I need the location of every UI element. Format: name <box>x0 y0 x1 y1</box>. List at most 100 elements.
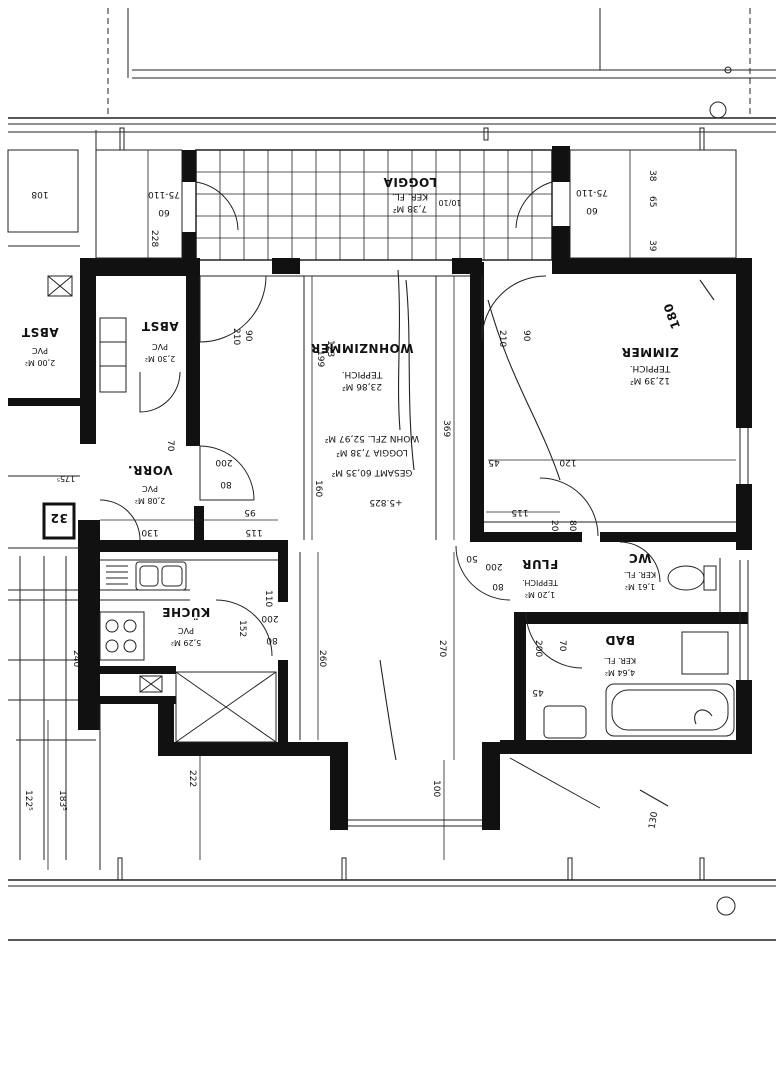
unit-number-box: 32 <box>42 502 76 540</box>
dim-90-right: 90 <box>521 330 531 342</box>
elevation-marker: +5.825 <box>369 497 402 507</box>
walls <box>8 146 752 830</box>
dim-110: 110 <box>263 590 273 607</box>
dim-45-bad: 45 <box>532 687 543 697</box>
dim-108: 108 <box>31 189 48 199</box>
room-abst-right: 2,30 M² PVC ABST <box>141 319 179 363</box>
dim-200-flur-h: 200 <box>485 561 502 571</box>
hand-sketch-marks <box>379 269 715 807</box>
kueche-area: 5,29 M² <box>171 638 201 647</box>
room-vorr: 2,08 M² PVC VORR. <box>127 463 172 505</box>
zimmer-area: 12,39 M² <box>630 375 670 385</box>
unit-number: 32 <box>50 511 68 525</box>
area-summary: GESAMT 60,35 M² LOGGIA 7,38 M² WOHN ZFL.… <box>324 433 419 477</box>
dim-228: 228 <box>149 230 159 247</box>
abst-left-area: 2,00 M² <box>25 358 55 367</box>
bathtub <box>605 683 735 737</box>
fixtures <box>47 275 735 743</box>
bad-area: 4,64 M² <box>605 668 635 677</box>
kueche-floor: PVC <box>178 626 194 635</box>
kitchen-sink <box>135 561 187 591</box>
room-wc: 1,61 M² KER. FL. WC <box>624 551 656 591</box>
dim-100: 100 <box>431 780 441 797</box>
dim-75-110-left: 75-110 <box>148 189 180 199</box>
dim-10-10: 10/10 <box>438 198 461 207</box>
dim-152: 152 <box>237 620 247 637</box>
zimmer-name: ZIMMER <box>621 345 679 359</box>
abst-left-floor: PVC <box>32 346 48 355</box>
dim-369: 369 <box>441 420 451 437</box>
dim-80-flur-h: 80 <box>492 581 504 591</box>
stove <box>99 611 145 661</box>
dim-50: 50 <box>466 553 478 563</box>
door-swings <box>99 181 661 809</box>
dim-45-zimmer: 45 <box>488 457 499 467</box>
outer-frame-lines <box>8 8 776 941</box>
wohnzimmer-area: 23,86 M² <box>342 381 382 391</box>
dim-130: 130 <box>141 527 158 537</box>
dimension-texts: 369 260 270 100 222 240 122⁵ 183⁵ 210 21… <box>23 170 657 811</box>
abst-right-name: ABST <box>141 319 179 333</box>
dim-1835: 183⁵ <box>57 790 67 811</box>
abst-right-floor: PVC <box>152 342 168 351</box>
dim-199: 199 <box>315 350 325 367</box>
room-bad: 4,64 M² KER. FL. BAD <box>604 633 636 677</box>
bad-name: BAD <box>605 633 635 647</box>
room-wohnzimmer: 23,86 M² TEPPICH. WOHNZIMMER <box>310 341 413 391</box>
dim-70-vorr: 70 <box>165 440 175 452</box>
dim-200-flur: 200 <box>549 520 559 537</box>
loggia-area: 7,38 M² <box>392 203 427 213</box>
vorr-area: 2,08 M² <box>135 496 165 505</box>
loggia-name: LOGGIA <box>383 175 437 189</box>
bad-floor: KER. FL. <box>604 656 636 665</box>
room-abst-left: 2,00 M² PVC ABST <box>21 325 59 367</box>
dim-95: 95 <box>244 507 255 517</box>
wc-floor: KER. FL. <box>624 570 656 579</box>
room-loggia: 7,38 M² KER. FL. LOGGIA <box>383 175 437 213</box>
dim-175-5: 175⁵ <box>57 474 75 483</box>
dim-200-bad: 200 <box>533 640 543 657</box>
dim-240: 240 <box>71 650 81 667</box>
summary-wohn: WOHN ZFL. 52,97 M² <box>324 433 419 443</box>
dim-60-right: 60 <box>586 205 598 215</box>
abst-right-area: 2,30 M² <box>145 354 175 363</box>
wc-area: 1,61 M² <box>625 582 655 591</box>
dim-160: 160 <box>313 480 323 497</box>
flur-name: FLUR <box>522 557 558 571</box>
room-kueche: 5,29 M² PVC KÜCHE <box>162 605 210 647</box>
dim-115-right: 115 <box>511 507 528 517</box>
dim-260: 260 <box>317 650 327 667</box>
room-flur: 1,20 M² TEPPICH. FLUR <box>522 557 559 599</box>
dim-70-bad: 70 <box>557 640 567 652</box>
dim-222: 222 <box>187 770 197 787</box>
vorr-floor: PVC <box>142 484 158 493</box>
staircase <box>8 556 78 860</box>
dim-75-110-right: 75-110 <box>576 187 608 197</box>
dim-1225: 122⁵ <box>23 790 33 811</box>
summary-gesamt: GESAMT 60,35 M² <box>331 467 412 477</box>
vorr-name: VORR. <box>127 463 172 477</box>
summary-loggia: LOGGIA 7,38 M² <box>336 447 408 457</box>
dim-60-left: 60 <box>158 207 170 217</box>
dim-200-kueche: 200 <box>261 613 278 623</box>
flur-floor: TEPPICH. <box>522 578 559 587</box>
elevation-text: +5.825 <box>369 497 402 507</box>
dim-123: 123 <box>325 340 335 357</box>
dim-80-kueche: 80 <box>266 635 278 645</box>
kueche-name: KÜCHE <box>162 605 210 620</box>
flur-area: 1,20 M² <box>525 590 555 599</box>
dimension-lines <box>47 150 736 870</box>
dim-80-vorr: 80 <box>220 479 232 489</box>
dim-90-left: 90 <box>243 330 253 342</box>
dim-80-flur: 80 <box>567 520 577 532</box>
dim-39: 39 <box>647 240 657 252</box>
wohnzimmer-name: WOHNZIMMER <box>310 341 413 355</box>
zimmer-floor: TEPPICH. <box>630 363 671 373</box>
dim-65: 65 <box>647 196 657 207</box>
dim-270: 270 <box>437 640 447 657</box>
dim-200-vorr: 200 <box>215 457 232 467</box>
bath-sink <box>543 705 587 739</box>
wohnzimmer-floor: TEPPICH. <box>342 369 383 379</box>
wc-name: WC <box>628 551 651 565</box>
